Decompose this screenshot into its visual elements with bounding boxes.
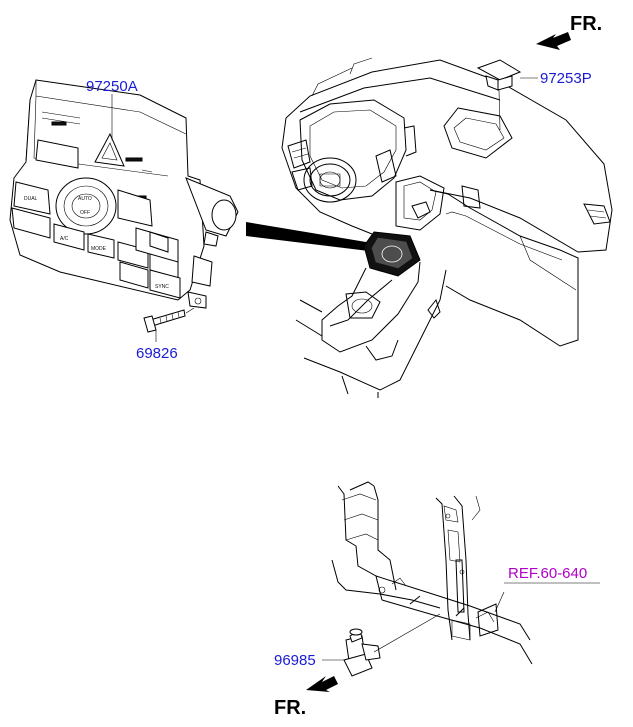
panel-sync-label: SYNC <box>155 284 169 290</box>
front-direction-bottom: FR. <box>274 676 338 719</box>
dashboard-illustration <box>281 57 613 398</box>
sensor-96985 <box>322 613 441 677</box>
label-97253p: 97253P <box>540 70 592 87</box>
body-structure <box>331 481 533 665</box>
front-arrow-icon <box>536 32 571 50</box>
label-69826: 69826 <box>136 345 178 362</box>
label-96985: 96985 <box>274 652 316 669</box>
screw-69826 <box>143 307 195 342</box>
panel-mode-label: MODE <box>91 246 107 252</box>
leader-ref <box>494 591 505 613</box>
panel-ac-label: A/C <box>60 236 69 242</box>
label-ref-60-640: REF.60-640 <box>508 565 587 582</box>
panel-dual-label: DUAL <box>24 196 38 202</box>
fr-label-top: FR. <box>570 13 602 35</box>
sensor-97253p <box>476 59 538 131</box>
panel-auto-label: AUTO <box>78 196 92 202</box>
panel-off-label: OFF <box>80 210 90 216</box>
front-direction-top: FR. <box>536 13 602 50</box>
fr-label-bottom: FR. <box>274 697 306 719</box>
front-arrow-bottom-icon <box>306 676 338 692</box>
location-pointer <box>246 222 378 252</box>
climate-control-panel: AUTO OFF DUAL A/C MODE SYNC <box>9 79 239 309</box>
label-97250a: 97250A <box>86 78 138 95</box>
